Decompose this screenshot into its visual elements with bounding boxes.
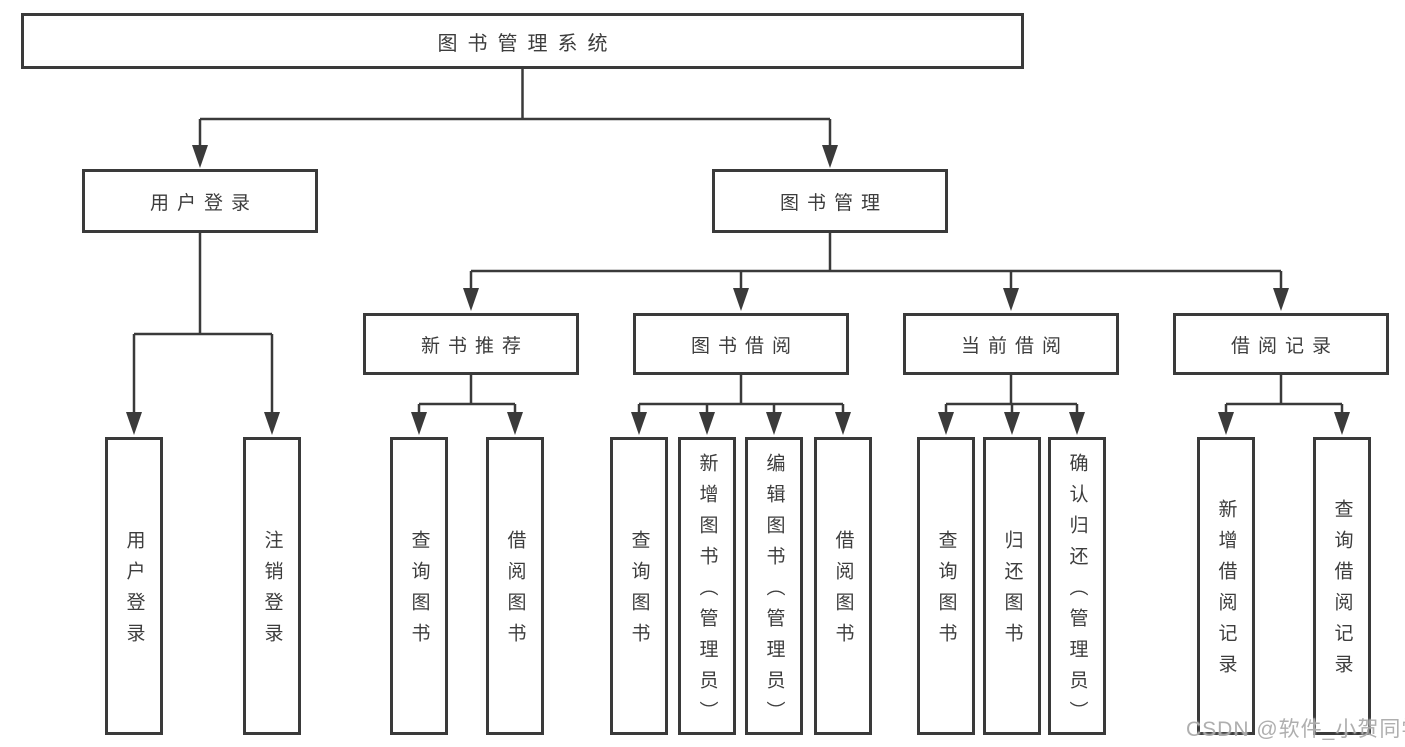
leaf-borrow-books: 借阅图书 bbox=[814, 437, 872, 735]
node-book-management: 图书管理 bbox=[712, 169, 948, 233]
node-label: 查询图书 bbox=[628, 530, 650, 654]
node-root-system: 图书管理系统 bbox=[21, 13, 1024, 69]
node-label: 查询图书 bbox=[408, 530, 430, 654]
leaf-query-books-current: 查询图书 bbox=[917, 437, 975, 735]
node-current-borrow: 当前借阅 bbox=[903, 313, 1119, 375]
node-label: 图书借阅 bbox=[690, 335, 799, 357]
leaf-borrow-books-recommend: 借阅图书 bbox=[486, 437, 544, 735]
connector-current-borrow-subtree bbox=[944, 374, 1079, 416]
connector-root-to-level2 bbox=[198, 68, 832, 152]
node-borrow-records: 借阅记录 bbox=[1173, 313, 1389, 375]
node-book-borrow: 图书借阅 bbox=[633, 313, 849, 375]
connector-book-borrow-subtree bbox=[637, 374, 845, 416]
node-label: 当前借阅 bbox=[960, 335, 1069, 357]
arrowhead-icon bbox=[126, 412, 142, 435]
leaf-add-book-admin: 新增图书（管理员） bbox=[678, 437, 736, 735]
leaf-query-books-borrow: 查询图书 bbox=[610, 437, 668, 735]
leaf-confirm-return-admin: 确认归还（管理员） bbox=[1048, 437, 1106, 735]
leaf-query-borrow-record: 查询借阅记录 bbox=[1313, 437, 1371, 735]
arrowhead-icon bbox=[822, 145, 838, 168]
leaf-add-borrow-record: 新增借阅记录 bbox=[1197, 437, 1255, 735]
arrowhead-icon bbox=[264, 412, 280, 435]
node-label: 新书推荐 bbox=[420, 335, 529, 357]
connector-book-management-to-level3 bbox=[469, 233, 1283, 292]
node-label: 图书管理系统 bbox=[437, 32, 618, 55]
arrowhead-icon bbox=[1334, 412, 1350, 435]
connector-new-book-subtree bbox=[417, 374, 517, 416]
node-label: 图书管理 bbox=[779, 192, 888, 214]
node-label: 注销登录 bbox=[261, 530, 283, 654]
arrowhead-icon bbox=[1004, 412, 1020, 435]
node-label: 借阅图书 bbox=[504, 530, 526, 654]
connector-borrow-record-subtree bbox=[1224, 374, 1344, 416]
csdn-watermark: CSDN @软件_小贺同学 bbox=[1186, 718, 1405, 741]
arrowhead-icon bbox=[1069, 412, 1085, 435]
node-label: 归还图书 bbox=[1001, 530, 1023, 654]
leaf-query-books-recommend: 查询图书 bbox=[390, 437, 448, 735]
arrowhead-icon bbox=[463, 288, 479, 311]
arrowhead-icon bbox=[1003, 288, 1019, 311]
arrowhead-icon bbox=[938, 412, 954, 435]
arrowhead-icon bbox=[766, 412, 782, 435]
node-label: 查询图书 bbox=[935, 530, 957, 654]
leaf-user-login: 用户登录 bbox=[105, 437, 163, 735]
leaf-logout: 注销登录 bbox=[243, 437, 301, 735]
node-new-book-recommend: 新书推荐 bbox=[363, 313, 579, 375]
arrowhead-icon bbox=[507, 412, 523, 435]
node-label: 用户登录 bbox=[123, 530, 145, 654]
arrowhead-icon bbox=[699, 412, 715, 435]
node-label: 借阅图书 bbox=[832, 530, 854, 654]
node-label: 用户登录 bbox=[149, 192, 258, 214]
arrowhead-icon bbox=[1218, 412, 1234, 435]
connector-user-login-subtree bbox=[132, 233, 274, 416]
arrowhead-icon bbox=[835, 412, 851, 435]
node-label: 查询借阅记录 bbox=[1331, 499, 1353, 685]
arrowhead-icon bbox=[1273, 288, 1289, 311]
node-label: 确认归还（管理员） bbox=[1066, 452, 1088, 732]
node-label: 新增图书（管理员） bbox=[696, 452, 718, 732]
node-label: 借阅记录 bbox=[1230, 335, 1339, 357]
arrowhead-icon bbox=[192, 145, 208, 168]
arrowhead-icon bbox=[631, 412, 647, 435]
arrowhead-icon bbox=[733, 288, 749, 311]
node-user-login: 用户登录 bbox=[82, 169, 318, 233]
arrowhead-icon bbox=[411, 412, 427, 435]
node-label: 新增借阅记录 bbox=[1215, 499, 1237, 685]
leaf-edit-book-admin: 编辑图书（管理员） bbox=[745, 437, 803, 735]
leaf-return-book: 归还图书 bbox=[983, 437, 1041, 735]
node-label: 编辑图书（管理员） bbox=[763, 452, 785, 732]
